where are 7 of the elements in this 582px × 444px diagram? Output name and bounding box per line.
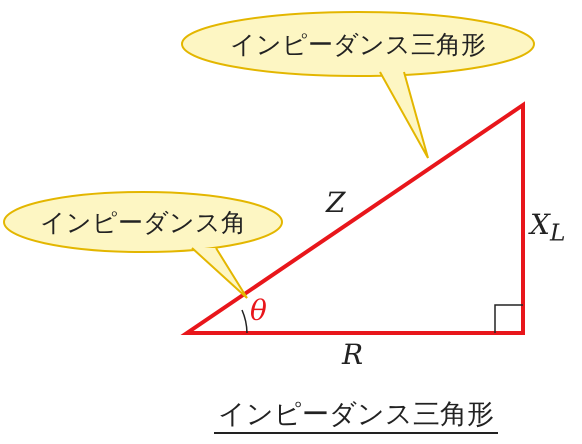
bubble-text: インピーダンス三角形 <box>229 29 487 61</box>
bubble-text: インピーダンス角 <box>39 207 247 239</box>
side-label: R <box>342 338 364 371</box>
caption: インピーダンス三角形 <box>130 396 582 432</box>
angle-label: θ <box>250 294 267 327</box>
side-label: Z <box>326 186 346 219</box>
side-label: X$_{L}$ <box>530 208 566 247</box>
